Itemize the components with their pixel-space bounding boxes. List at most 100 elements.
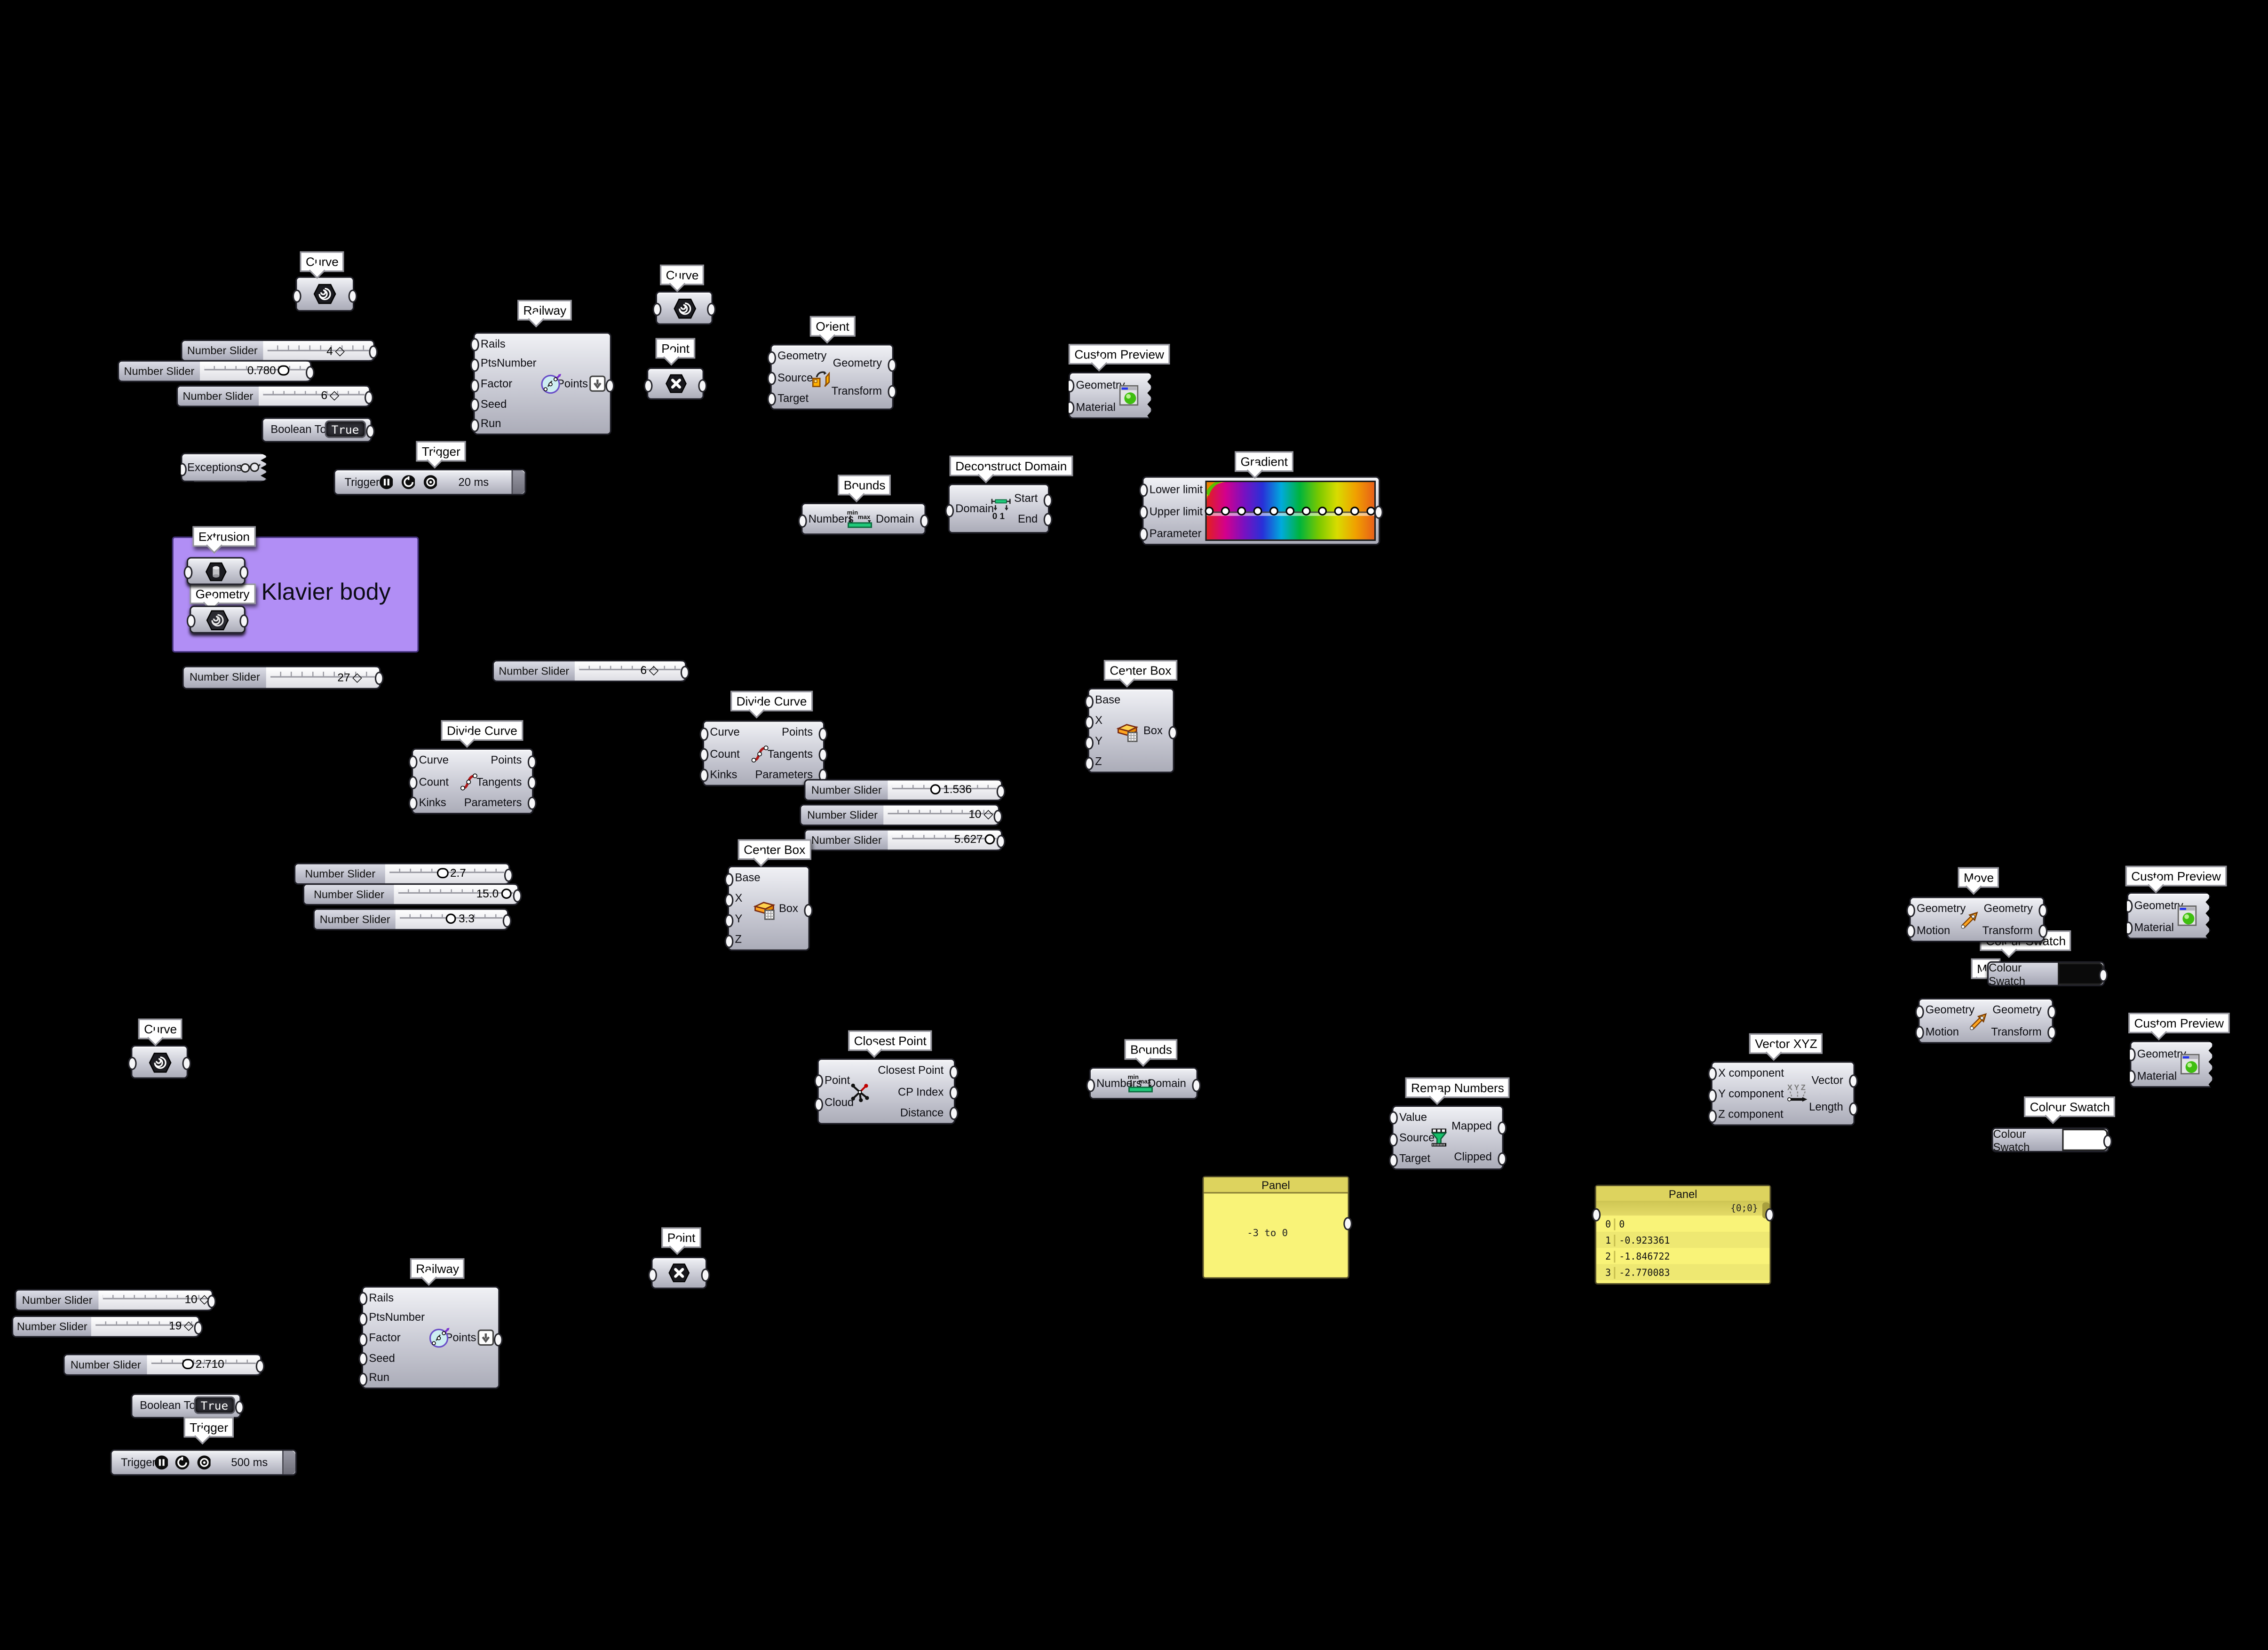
slider-value[interactable]: 6◇ [640,663,658,677]
input-connector[interactable] [724,893,734,906]
input-connector[interactable] [767,372,777,385]
slider-value[interactable]: 2.710 [182,1357,224,1371]
output-connector[interactable] [527,755,537,769]
output-connector[interactable] [2098,968,2108,982]
slider-value[interactable]: 10◇ [185,1293,209,1306]
points-expand-button[interactable] [477,1329,494,1346]
slider-track[interactable]: 10◇ [884,804,998,824]
output-connector[interactable] [368,345,378,359]
output-connector[interactable] [1848,1102,1858,1115]
gradient-control-point[interactable] [1285,506,1295,516]
input-connector[interactable] [183,566,193,579]
input-connector[interactable] [1591,1208,1602,1222]
input-connector[interactable] [724,913,734,927]
output-connector[interactable] [993,809,1003,823]
input-connector[interactable] [699,769,709,783]
slider-track[interactable]: 6◇ [574,660,685,680]
output-connector[interactable] [949,1065,959,1079]
slider-grip-diamond[interactable]: ◇ [352,668,362,684]
slider-value[interactable]: 15.0 [476,887,512,900]
output-connector[interactable] [1191,1078,1201,1092]
input-connector[interactable] [699,727,709,740]
slider-value[interactable]: 2.7 [437,866,466,880]
output-connector[interactable] [818,727,828,740]
output-connector[interactable] [182,1056,191,1070]
input-connector[interactable] [648,1268,658,1281]
output-connector[interactable] [1043,513,1053,527]
slider-track[interactable]: 3.3 [395,909,508,928]
output-connector[interactable] [996,784,1006,798]
output-connector[interactable] [527,776,537,790]
output-connector[interactable] [503,868,514,881]
output-connector[interactable] [239,566,249,579]
pause-icon[interactable] [379,475,394,489]
output-connector[interactable] [887,358,897,372]
output-connector[interactable] [365,424,375,437]
output-connector[interactable] [1043,493,1053,507]
input-connector[interactable] [724,872,734,886]
slider-value[interactable]: 6◇ [321,389,340,402]
input-connector[interactable] [643,378,653,392]
input-connector[interactable] [181,462,188,476]
output-connector[interactable] [887,385,897,399]
panel-range[interactable]: Panel-3 to 0 [1202,1176,1353,1279]
param-curve-1[interactable] [292,276,357,312]
slider-track[interactable]: 0.780 [199,361,310,380]
slider-grip-circle[interactable] [278,365,289,376]
input-connector[interactable] [1139,484,1149,497]
slider-value[interactable]: 3.3 [445,912,475,925]
reset-icon[interactable] [175,1455,190,1470]
input-connector[interactable] [2126,921,2133,935]
input-connector[interactable] [1139,506,1149,519]
slider-value[interactable]: 19◇ [169,1319,193,1333]
output-connector[interactable] [2038,904,2048,917]
input-connector[interactable] [1388,1132,1399,1146]
input-connector[interactable] [292,289,302,302]
input-connector[interactable] [408,776,418,790]
input-connector[interactable] [1915,1026,1925,1040]
input-connector[interactable] [470,398,480,412]
input-connector[interactable] [1388,1153,1399,1166]
output-connector[interactable] [605,378,615,392]
trigger-end-cap[interactable] [282,1451,296,1475]
output-connector[interactable] [1373,506,1384,519]
param-curve-3[interactable] [127,1045,191,1079]
input-connector[interactable] [358,1352,368,1366]
input-connector[interactable] [1068,401,1075,415]
slider-grip-circle[interactable] [500,888,512,899]
input-connector[interactable] [1707,1068,1718,1081]
input-connector[interactable] [2126,899,2133,913]
output-connector[interactable] [818,748,828,762]
swatch-color-well[interactable] [2062,1129,2108,1151]
input-connector[interactable] [358,1312,368,1326]
toggle-state-button[interactable]: True [193,1396,235,1414]
input-connector[interactable] [358,1372,368,1386]
output-connector[interactable] [706,302,716,316]
output-connector[interactable] [1764,1208,1775,1222]
input-connector[interactable] [814,1097,824,1111]
output-connector[interactable] [1342,1217,1353,1230]
input-connector[interactable] [2130,1070,2136,1084]
gradient-bar[interactable] [1205,480,1376,541]
